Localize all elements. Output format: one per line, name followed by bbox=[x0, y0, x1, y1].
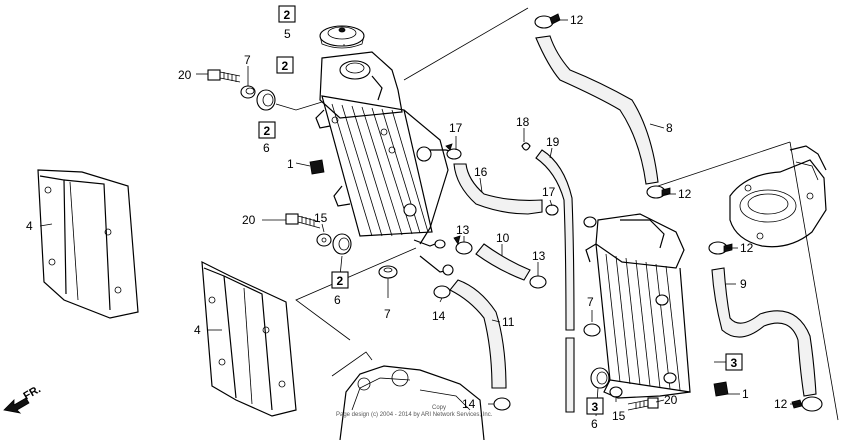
bolt-20-middle bbox=[285, 213, 321, 229]
washer-15-middle bbox=[316, 233, 332, 247]
callout-17: 17 bbox=[449, 121, 463, 135]
engine-outline bbox=[331, 351, 485, 440]
callout-7: 7 bbox=[587, 295, 594, 309]
box-frame bbox=[278, 5, 296, 23]
hose-8 bbox=[535, 35, 659, 185]
clamp-17-b bbox=[545, 204, 559, 216]
callout-6: 6 bbox=[334, 293, 341, 307]
bolt-20-upper bbox=[207, 69, 241, 83]
box-frame bbox=[258, 121, 276, 139]
boxed-callout-2: 2 bbox=[337, 274, 344, 288]
washer-15-right bbox=[609, 386, 623, 398]
callout-5: 5 bbox=[284, 27, 291, 41]
callout-14: 14 bbox=[462, 397, 476, 411]
box-frame bbox=[331, 271, 349, 289]
callout-4: 4 bbox=[194, 323, 201, 337]
left-shroud-upper bbox=[37, 169, 139, 319]
callout-20: 20 bbox=[242, 213, 256, 227]
callout-12: 12 bbox=[774, 397, 788, 411]
radiator-cap bbox=[319, 25, 365, 49]
callout-17: 17 bbox=[542, 185, 556, 199]
front-direction-indicator: FR. bbox=[3, 383, 43, 414]
hose-9 bbox=[711, 267, 817, 397]
callout-4: 4 bbox=[26, 219, 33, 233]
callout-20: 20 bbox=[664, 393, 678, 407]
callout-1: 1 bbox=[742, 387, 749, 401]
hose-11 bbox=[449, 279, 507, 389]
nut-1-right bbox=[713, 381, 729, 397]
callout-12: 12 bbox=[740, 241, 754, 255]
callout-1: 1 bbox=[287, 157, 294, 171]
box-frame bbox=[725, 353, 743, 371]
boxed-callouts: 2 2 2 2 3 3 bbox=[258, 5, 743, 415]
callout-6: 6 bbox=[591, 417, 598, 431]
boxed-callout-3: 3 bbox=[731, 356, 738, 370]
clamp-13-b bbox=[529, 275, 547, 289]
callout-10: 10 bbox=[496, 231, 510, 245]
right-radiator bbox=[583, 213, 691, 399]
callout-19: 19 bbox=[546, 135, 560, 149]
bolt-20-lower bbox=[627, 397, 659, 411]
clip-18 bbox=[521, 142, 531, 151]
clamp-12-top bbox=[534, 13, 561, 29]
box-frame bbox=[276, 56, 294, 74]
leader-lines bbox=[39, 7, 839, 421]
box-frame bbox=[586, 397, 604, 415]
cylinder-head bbox=[729, 145, 827, 248]
clamp-12-mid bbox=[646, 185, 671, 199]
callout-20: 20 bbox=[178, 68, 192, 82]
copyright-notice: Copy Page design (c) 2004 - 2014 by ARI … bbox=[336, 405, 493, 418]
copyright-line-1: Copy bbox=[432, 405, 446, 411]
boxed-callout-3: 3 bbox=[592, 400, 599, 414]
boxed-callout-2: 2 bbox=[282, 59, 289, 73]
grommet-6-middle bbox=[332, 233, 352, 255]
callout-7: 7 bbox=[384, 307, 391, 321]
front-label: FR. bbox=[22, 383, 43, 402]
callout-8: 8 bbox=[666, 121, 673, 135]
clamp-17-a bbox=[445, 143, 462, 160]
hose-10 bbox=[475, 243, 531, 281]
callout-13: 13 bbox=[456, 223, 470, 237]
grommet-6-right bbox=[590, 367, 610, 389]
left-radiator bbox=[315, 51, 455, 276]
callout-9: 9 bbox=[740, 277, 747, 291]
callout-11: 11 bbox=[502, 315, 515, 329]
tube-19 bbox=[535, 149, 575, 331]
grommet-6-upper bbox=[256, 89, 276, 111]
left-shroud-lower bbox=[201, 260, 297, 417]
callout-12: 12 bbox=[678, 187, 692, 201]
collar-7-upper bbox=[240, 85, 256, 99]
callout-12: 12 bbox=[570, 13, 584, 27]
hose-16 bbox=[453, 163, 543, 215]
collar-7-middle bbox=[378, 265, 398, 279]
boxed-callout-2: 2 bbox=[264, 124, 271, 138]
nut-1-left bbox=[309, 159, 325, 175]
callout-labels: 20 7 6 1 4 4 5 17 16 20 15 6 7 13 10 13 … bbox=[26, 13, 788, 431]
collar-7-right bbox=[583, 323, 601, 337]
copyright-line-2: Page design (c) 2004 - 2014 by ARI Netwo… bbox=[336, 412, 493, 418]
callout-15: 15 bbox=[612, 409, 626, 423]
clamp-13-a bbox=[453, 235, 473, 255]
callout-18: 18 bbox=[516, 115, 530, 129]
tube-19-lower bbox=[565, 337, 575, 413]
callout-7: 7 bbox=[244, 53, 251, 67]
clamp-14-a bbox=[433, 285, 451, 299]
clamp-14-b bbox=[493, 397, 511, 411]
boxed-callout-2: 2 bbox=[284, 8, 291, 22]
callout-16: 16 bbox=[474, 165, 488, 179]
front-arrow-icon bbox=[3, 397, 30, 414]
callout-15: 15 bbox=[314, 211, 328, 225]
callout-13: 13 bbox=[532, 249, 546, 263]
callout-14: 14 bbox=[432, 309, 446, 323]
callout-6: 6 bbox=[263, 141, 270, 155]
